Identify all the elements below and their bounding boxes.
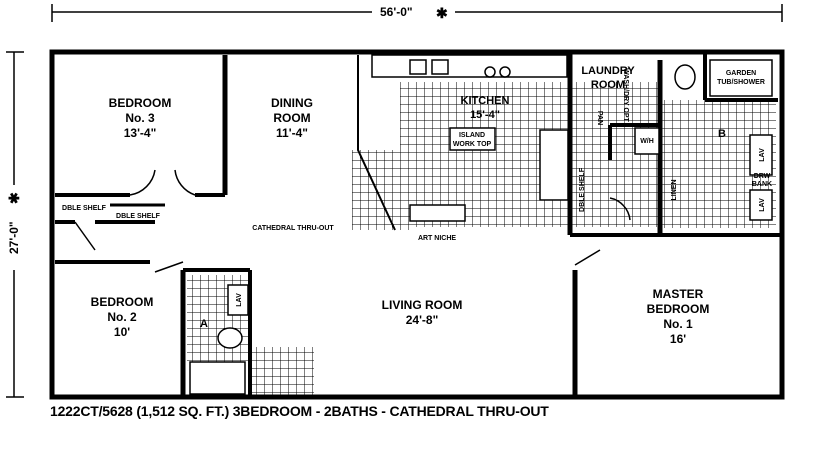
room-master: MASTER BEDROOM No. 1 16' — [647, 287, 710, 346]
room-dining: DINING ROOM 11'-4" — [271, 96, 313, 140]
depth-asterisk: ✱ — [6, 192, 22, 204]
svg-text:BEDROOM: BEDROOM — [109, 96, 172, 110]
pantry-label: PAN — [596, 111, 603, 125]
dble-shelf-label-2: DBLE SHELF — [116, 213, 161, 220]
svg-text:11'-4": 11'-4" — [276, 126, 308, 140]
svg-text:LIVING ROOM: LIVING ROOM — [382, 298, 463, 312]
depth-dimension-label: 27'-0" — [7, 221, 21, 254]
room-bedroom-3: BEDROOM No. 3 13'-4" — [109, 96, 172, 140]
svg-text:BEDROOM: BEDROOM — [647, 302, 710, 316]
room-laundry: LAUNDRY ROOM — [581, 65, 635, 91]
svg-text:10': 10' — [114, 325, 130, 339]
bank-label: BANK — [752, 181, 772, 188]
svg-text:LAUNDRY: LAUNDRY — [581, 65, 635, 77]
svg-text:13'-4": 13'-4" — [124, 126, 157, 140]
drw-label: DRW — [754, 173, 771, 180]
garden-label: GARDEN — [726, 70, 756, 77]
island-label: ISLAND — [459, 132, 485, 139]
svg-text:No. 2: No. 2 — [107, 310, 137, 324]
bath-b-label: B — [718, 128, 726, 140]
svg-text:ROOM: ROOM — [591, 79, 625, 91]
svg-text:No. 3: No. 3 — [125, 111, 155, 125]
worktop-label: WORK TOP — [453, 141, 492, 148]
room-living: LIVING ROOM 24'-8" — [382, 298, 463, 327]
room-kitchen: KITCHEN 15'-4" — [461, 95, 510, 121]
bath-a-label: A — [200, 318, 208, 330]
width-dimension-label: 56'-0" — [380, 5, 413, 19]
svg-text:KITCHEN: KITCHEN — [461, 95, 510, 107]
width-dimension — [51, 4, 783, 22]
svg-text:No. 1: No. 1 — [663, 317, 693, 331]
svg-text:24'-8": 24'-8" — [406, 313, 439, 327]
dble-shelf-vertical-label: DBLE SHELF — [579, 167, 586, 212]
depth-dimension — [6, 51, 24, 398]
walls — [49, 49, 785, 400]
dble-shelf-label-1: DBLE SHELF — [62, 205, 107, 212]
lav-label-1: LAV — [759, 148, 766, 162]
lav-label-2: LAV — [759, 198, 766, 212]
svg-text:16': 16' — [670, 332, 686, 346]
svg-text:ROOM: ROOM — [273, 111, 310, 125]
svg-text:BEDROOM: BEDROOM — [91, 295, 154, 309]
room-bedroom-2: BEDROOM No. 2 10' — [91, 295, 154, 339]
svg-text:15'-4": 15'-4" — [470, 109, 500, 121]
cathedral-label: CATHEDRAL THRU-OUT — [252, 225, 334, 232]
plan-caption: 1222CT/5628 (1,512 SQ. FT.) 3BEDROOM - 2… — [50, 403, 549, 419]
doors — [74, 169, 631, 273]
svg-text:MASTER: MASTER — [653, 287, 704, 301]
washer-dryer-label: WASH/DRY OPT — [622, 68, 629, 122]
art-niche-label: ART NICHE — [418, 235, 456, 242]
width-asterisk: ✱ — [436, 5, 448, 21]
linen-label: LINEN — [671, 180, 678, 201]
tub-shower-label: TUB/SHOWER — [717, 79, 765, 86]
svg-text:DINING: DINING — [271, 96, 313, 110]
kitchen-fixtures — [189, 54, 773, 395]
water-heater-label: W/H — [640, 138, 654, 145]
lav-label-3: LAV — [236, 293, 243, 307]
